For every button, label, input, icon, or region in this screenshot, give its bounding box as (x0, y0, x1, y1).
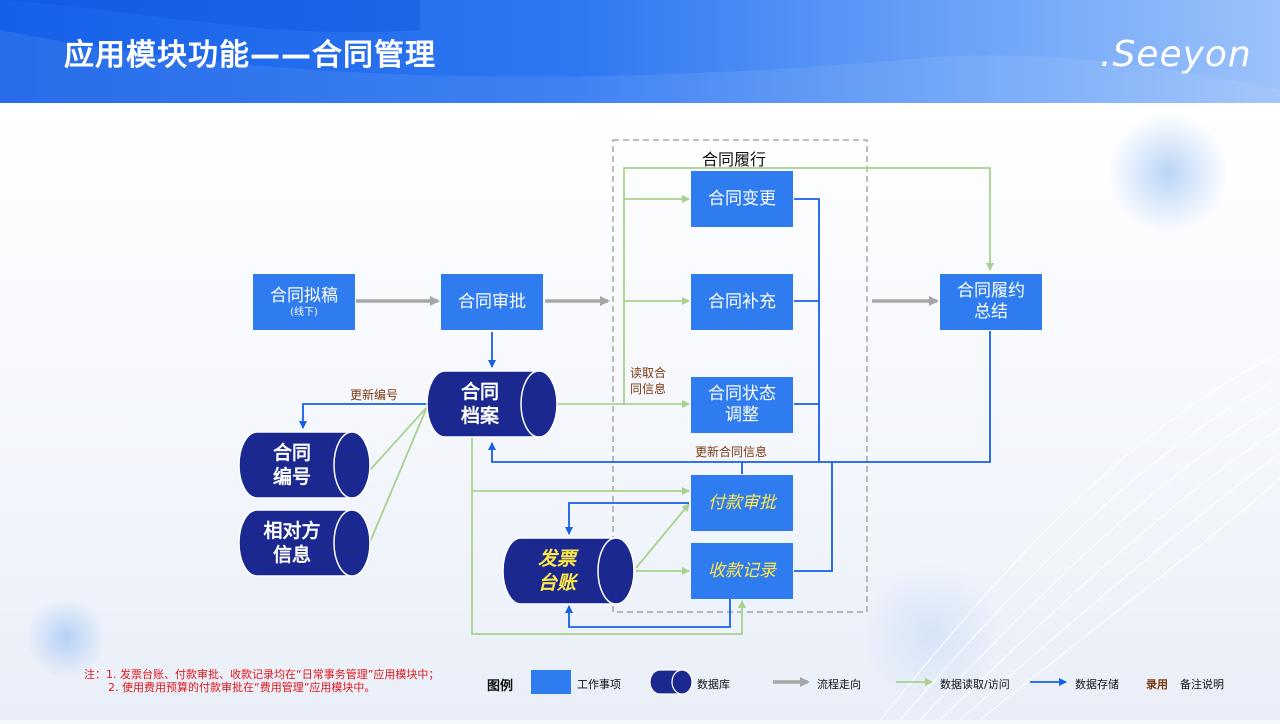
db-counterparty-line2: 信息 (272, 544, 311, 566)
node-contract-draft: 合同拟稿 (线下) (253, 274, 355, 330)
label-update-number: 更新编号 (350, 388, 399, 402)
legend-process-label: 流程走向 (817, 678, 861, 691)
node-contract-draft-label: 合同拟稿 (270, 285, 338, 306)
node-receipt-record-label: 收款记录 (708, 560, 776, 581)
node-contract-supplement-label: 合同补充 (708, 291, 776, 312)
node-status-adjust-line1: 合同状态 (708, 384, 776, 404)
legend-read-label: 数据读取/访问 (940, 678, 1010, 691)
page-title: 应用模块功能——合同管理 (64, 38, 436, 73)
node-contract-status-adjust: 合同状态 调整 (691, 377, 793, 433)
database-shapes (238, 370, 635, 605)
header-banner: 应用模块功能——合同管理 .Seeyon (0, 0, 1280, 103)
node-payment-approval: 付款审批 (691, 475, 793, 531)
node-contract-supplement: 合同补充 (691, 274, 793, 330)
legend-work-item-swatch (531, 670, 571, 694)
db-archive-line2: 档案 (460, 405, 499, 427)
diagram-canvas (0, 103, 1280, 721)
db-contract-archive (426, 370, 558, 438)
node-payment-approval-label: 付款审批 (708, 492, 776, 513)
legend-database-swatch (649, 669, 693, 695)
node-contract-change-label: 合同变更 (708, 188, 776, 209)
seeyon-logo: .Seeyon (1100, 34, 1252, 75)
db-archive-text: 合同 档案 (440, 377, 520, 431)
footnotes: 注：1. 发票台账、付款审批、收款记录均在“日常事务管理”应用模块中； 2. 使… (84, 668, 439, 694)
label-update-contract-info: 更新合同信息 (695, 445, 768, 459)
contract-execution-frame (612, 139, 868, 613)
footnote-1: 注：1. 发票台账、付款审批、收款记录均在“日常事务管理”应用模块中； (84, 668, 440, 681)
execution-frame-title: 合同履行 (702, 150, 767, 169)
node-receipt-record: 收款记录 (691, 543, 793, 599)
legend-store-label: 数据存储 (1075, 678, 1119, 691)
db-archive-line1: 合同 (460, 381, 499, 403)
db-number-line1: 合同 (272, 442, 311, 464)
node-summary-line2: 总结 (974, 302, 1008, 322)
node-status-adjust-line2: 调整 (725, 405, 759, 425)
db-counterparty-line1: 相对方 (263, 520, 321, 542)
db-invoice-line1: 发票 (537, 548, 576, 570)
db-invoice-text: 发票 台账 (517, 544, 597, 598)
node-contract-summary: 合同履约 总结 (940, 274, 1042, 330)
node-contract-approval: 合同审批 (441, 274, 543, 330)
label-read-info-line2: 同信息 (630, 382, 667, 396)
label-read-info-line1: 读取合 (630, 366, 667, 380)
footnote-2: 2. 使用费用预算的付款审批在“费用管理”应用模块中。 (108, 681, 376, 694)
db-number-line2: 编号 (272, 466, 311, 488)
legend-emphasis-sample: 录用 (1146, 678, 1168, 691)
node-contract-approval-label: 合同审批 (458, 291, 526, 312)
db-counterparty-info (238, 509, 371, 577)
db-contract-number (238, 431, 371, 499)
node-summary-line1: 合同履约 (957, 281, 1025, 301)
data-read-lines (369, 167, 994, 635)
legend-note-label: 备注说明 (1180, 678, 1224, 691)
header-wave-decoration (0, 0, 1280, 103)
db-number-text: 合同 编号 (252, 438, 332, 492)
legend-work-item-label: 工作事项 (577, 678, 621, 691)
legend-database-label: 数据库 (697, 678, 730, 691)
node-contract-change: 合同变更 (691, 171, 793, 227)
legend-title: 图例 (487, 679, 514, 694)
db-invoice-ledger (502, 537, 635, 605)
db-invoice-line2: 台账 (537, 572, 576, 594)
db-counterparty-text: 相对方 信息 (252, 516, 332, 570)
background-decoration (26, 113, 1280, 721)
node-contract-draft-sub: (线下) (290, 306, 318, 318)
data-store-lines (299, 198, 991, 628)
